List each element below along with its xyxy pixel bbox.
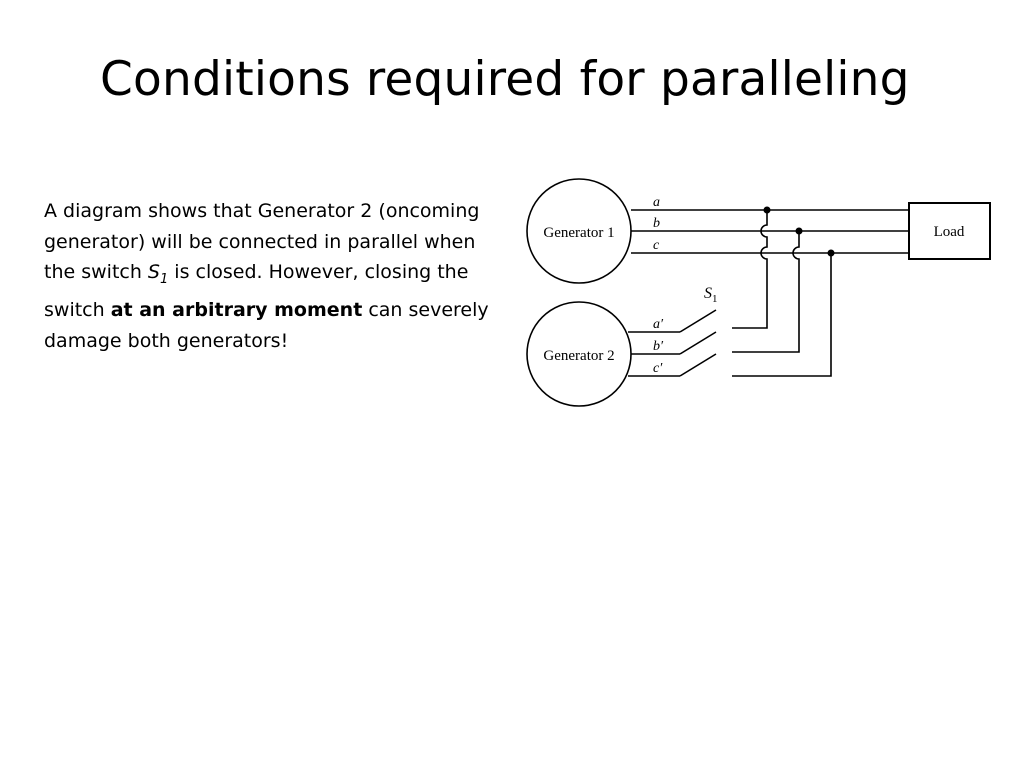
parallel-generators-diagram: Generator 1 Generator 2 Load a b c a′ b′… xyxy=(526,178,991,407)
tap-c-vertical xyxy=(732,253,832,377)
switch-blade-c xyxy=(679,353,717,377)
description-emphasis: at an arbitrary moment xyxy=(110,299,363,322)
generator-2-label: Generator 2 xyxy=(543,348,614,364)
junction-b xyxy=(795,227,803,235)
phase-label-b: b xyxy=(653,216,660,231)
description-part2: is closed. However, closing the switch xyxy=(44,261,469,322)
slide-title: Conditions required for paralleling xyxy=(100,52,910,107)
load-label: Load xyxy=(934,224,965,240)
generator-1-label: Generator 1 xyxy=(543,225,614,241)
junction-a xyxy=(763,206,771,214)
description-part3: can severely damage both generators! xyxy=(44,299,489,352)
phase-label-b-prime: b′ xyxy=(653,339,664,354)
switch-blade-b xyxy=(679,331,717,355)
junction-c xyxy=(827,249,835,257)
phase-label-c-prime: c′ xyxy=(653,361,663,376)
switch-label-subscript: 1 xyxy=(712,293,718,305)
phase-label-c: c xyxy=(653,238,660,253)
switch-blade-a xyxy=(679,309,717,333)
description-text: A diagram shows that Generator 2 (oncomi… xyxy=(44,196,504,356)
switch-label: S1 xyxy=(704,285,718,305)
switch-subscript: 1 xyxy=(159,271,169,287)
description-part1: A diagram shows that Generator 2 (oncomi… xyxy=(44,200,480,283)
tap-b-vertical xyxy=(732,231,800,353)
tap-a-vertical xyxy=(732,210,768,329)
phase-label-a-prime: a′ xyxy=(653,317,664,332)
switch-symbol: S1 xyxy=(147,261,169,287)
phase-label-a: a xyxy=(653,195,660,210)
